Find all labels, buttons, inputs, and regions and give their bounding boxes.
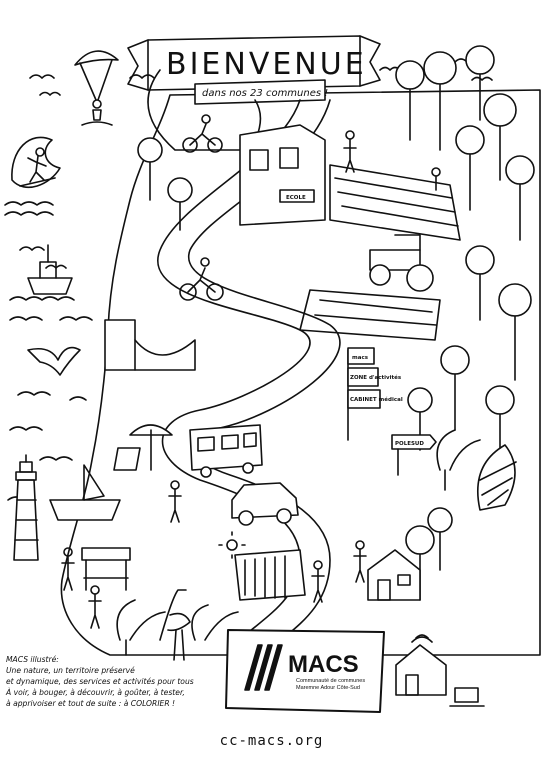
bus-icon [189,424,263,478]
wifi-icon [411,634,433,643]
skate-ramp [104,319,196,371]
banner-subtitle: dans nos 23 communes ! [202,88,328,99]
macs-logo-text: MACS [288,651,359,678]
pine-trees-group [137,45,535,601]
house-icon [367,549,421,601]
crop-field [299,164,461,341]
pine-cone-icon [476,444,517,511]
market-stall-icon [81,547,131,591]
cabinet-medical-sign: CABINET médical [350,396,403,403]
tractor-icon [369,234,434,292]
macs-logo-line2: Maremne Adour Côte-Sud [296,685,360,691]
description-line-3: et dynamique, des services et activités … [6,677,194,686]
people-figures [61,130,441,629]
sun-icon [218,531,246,559]
paraglider-icon [74,50,119,126]
winding-road-edge [187,99,341,651]
car-icon [231,482,299,526]
macs-logo-line1: Communauté de communes [296,678,365,684]
macs-sign-label: macs [352,355,369,361]
house-icon-bottom-right [395,644,447,696]
surfer-on-wave-icon [4,136,61,216]
seagull-icon [27,346,81,376]
info-signpost [347,347,381,441]
description-line-4: À voir, à bouger, à découvrir, à goûter,… [6,688,185,697]
fern-plants [116,429,481,656]
laptop-icon [449,687,485,707]
direction-sign [391,434,437,476]
zone-activites-sign: ZONE d'activités [350,374,402,381]
land-outline [60,89,541,656]
container-buildings [234,549,306,601]
macs-logo-panel [225,629,385,713]
description-line-1: MACS illustré: [6,655,59,664]
website-url[interactable]: cc-macs.org [219,733,324,749]
lighthouse-icon [13,454,39,561]
winding-road [157,99,311,641]
school-building [239,124,326,226]
sailboat-icon [49,464,121,521]
welcome-banner [127,35,381,151]
description-line-5: à apprivoiser et tout de suite : à COLOR… [6,699,176,708]
description-line-2: Une nature, un territoire préservé [6,666,135,675]
heron-icon [159,589,191,661]
cyclist-icon [179,257,224,301]
fishing-boat-icon [9,244,75,301]
cyclist-icon-top [182,114,223,153]
school-sign: ECOLE [286,195,306,201]
polesud-sign: POLESUD [395,441,424,447]
beach-umbrella-icon [113,424,173,471]
ocean-waves [7,316,93,501]
description-text: MACS illustré: Une nature, un territoire… [6,654,232,709]
banner-title: BIENVENUE [166,47,367,82]
